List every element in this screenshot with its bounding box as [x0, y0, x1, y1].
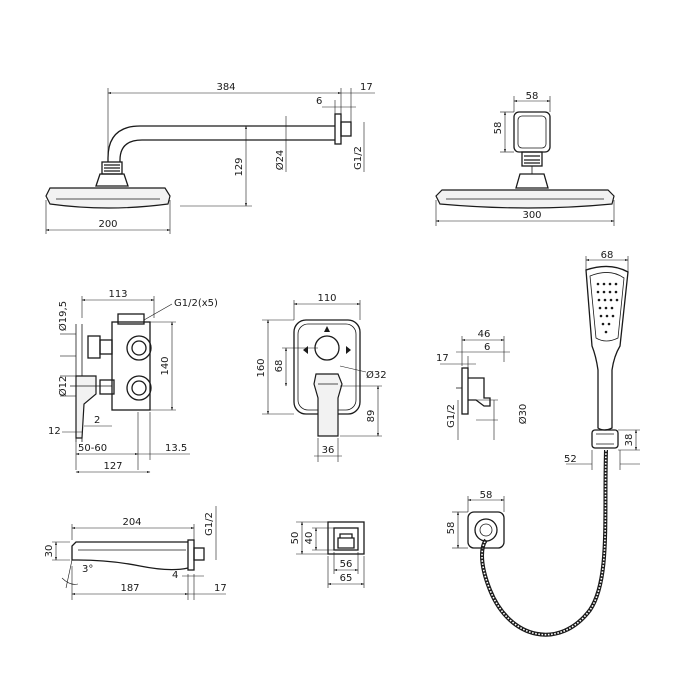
- rain-head-side: [45, 187, 171, 209]
- upper-cartridge: [99, 339, 113, 355]
- rain-shower-side-view: 384 17 6 129 Ø24 G1/2 200: [45, 82, 375, 234]
- knob-marker: [324, 326, 330, 332]
- valve-outlets-spec: G1/2(x5): [174, 298, 218, 309]
- wall-outlet-side-view: 46 6 17 G1/2 Ø30: [436, 329, 529, 440]
- diverter-knob: [314, 335, 340, 361]
- dim-box-outer-width: 65: [340, 573, 353, 584]
- spray-nozzles: [596, 282, 619, 334]
- box-outer: [327, 521, 365, 555]
- connector-thread: [104, 164, 120, 172]
- dim-cover-width: 110: [317, 293, 336, 304]
- mixer-handle: [313, 373, 343, 437]
- dim-box-inner-width: 56: [340, 559, 353, 570]
- dim-outlet-offset-17: 17: [436, 353, 449, 364]
- hose-wall-outlet: 58 58: [446, 490, 505, 549]
- dim-front-head-width: 300: [522, 210, 541, 221]
- dim-spout-plate: 17: [214, 583, 227, 594]
- dim-drop: 129: [234, 157, 245, 176]
- dim-arm-diameter: Ø24: [274, 150, 286, 171]
- front-connector: [521, 151, 543, 167]
- box-inner: [333, 527, 359, 551]
- hand-shower-body: [585, 265, 629, 431]
- dim-outlet-width: 46: [478, 329, 491, 340]
- dim-outlet-diameter: Ø30: [517, 404, 529, 425]
- shower-holder: [591, 429, 619, 449]
- upper-knob: [87, 335, 101, 359]
- hand-shower: 68 38 52: [480, 250, 640, 637]
- hose-outlet-plate: [467, 511, 505, 549]
- ceiling-bracket: [513, 111, 551, 153]
- dim-hose-outlet-height: 58: [446, 522, 457, 535]
- dim-box-inner-height: 40: [304, 532, 315, 545]
- dim-head-width: 200: [98, 219, 117, 230]
- spout-body: [71, 541, 189, 571]
- dim-spout-angle: 3°: [82, 564, 93, 575]
- dim-total-depth: 127: [103, 461, 122, 472]
- spout-thread: [193, 547, 205, 561]
- dim-handle-height: 89: [366, 410, 377, 423]
- dim-offset-2: 2: [94, 415, 100, 426]
- bracket-inner: [517, 115, 547, 149]
- dim-outlet-thread: G1/2: [446, 404, 457, 428]
- dim-thread: G1/2: [353, 146, 364, 170]
- valve-top-port: [117, 313, 145, 325]
- dim-spout-thread: G1/2: [204, 512, 215, 536]
- spout-wall-plate: [187, 539, 195, 571]
- dim-depth-13-5: 13.5: [165, 443, 187, 454]
- dim-valve-top-width: 113: [108, 289, 127, 300]
- dim-box-height: 50: [290, 532, 301, 545]
- dim-plate-gap: 6: [316, 96, 322, 107]
- thread-stub: [340, 121, 352, 137]
- shower-arm-top: [107, 125, 335, 162]
- shower-arm-bottom: [119, 139, 335, 162]
- dim-offset-12: 12: [48, 426, 61, 437]
- dim-spout-reach: 187: [120, 583, 139, 594]
- valve-bottom-outlet: [126, 375, 152, 401]
- hose-outlet-connector: [474, 518, 498, 542]
- dim-center-height: 68: [274, 360, 285, 373]
- dim-outlet-offset-6: 6: [484, 342, 490, 353]
- front-ball-joint: [515, 173, 549, 189]
- dim-arm-length: 384: [216, 82, 235, 93]
- outlet-body: [468, 377, 491, 407]
- outlet-wall-plate: [461, 367, 469, 415]
- valve-front-view: 110 160 68 Ø32 89 36: [256, 293, 387, 462]
- valve-handle-side: [75, 375, 97, 439]
- dim-plate-thickness: 17: [360, 82, 373, 93]
- dim-holder-depth: 52: [564, 454, 577, 465]
- dim-spout-length: 204: [122, 517, 141, 528]
- bath-spout: 204 G1/2 30 3° 4 187 17: [44, 506, 227, 600]
- valve-side-view: 113 G1/2(x5) Ø19,5 140 Ø12 12 2 50-60 13…: [48, 289, 218, 474]
- ball-joint: [95, 173, 129, 187]
- dim-bracket-height: 58: [493, 122, 504, 135]
- dim-knob-diameter: Ø32: [366, 369, 387, 381]
- angle-arc: [61, 577, 79, 585]
- dim-spout-height: 30: [44, 545, 55, 558]
- dim-cover-height: 160: [256, 358, 267, 377]
- wall-plate: [334, 113, 342, 145]
- dim-valve-height: 140: [160, 356, 171, 375]
- spray-face: [589, 272, 625, 342]
- dim-depth-range: 50-60: [78, 443, 107, 454]
- dim-holder-height: 38: [624, 434, 635, 447]
- valve-top-outlet: [126, 335, 152, 361]
- shower-hose: [480, 449, 608, 637]
- dim-valve-top-diameter: Ø19,5: [57, 301, 69, 331]
- small-box-part: 50 40 56 65: [290, 521, 365, 588]
- rain-shower-front-view: 58 58 300: [435, 91, 615, 226]
- lower-cartridge: [99, 379, 115, 395]
- dim-handle-width: 36: [322, 445, 335, 456]
- box-insert: [337, 533, 355, 549]
- valve-body: [111, 321, 151, 411]
- dim-hose-outlet-width: 58: [480, 490, 493, 501]
- dim-hand-head-width: 68: [601, 250, 614, 261]
- dim-spout-gap: 4: [172, 570, 178, 581]
- dim-bracket-width: 58: [526, 91, 539, 102]
- dim-port-diameter: Ø12: [57, 376, 69, 397]
